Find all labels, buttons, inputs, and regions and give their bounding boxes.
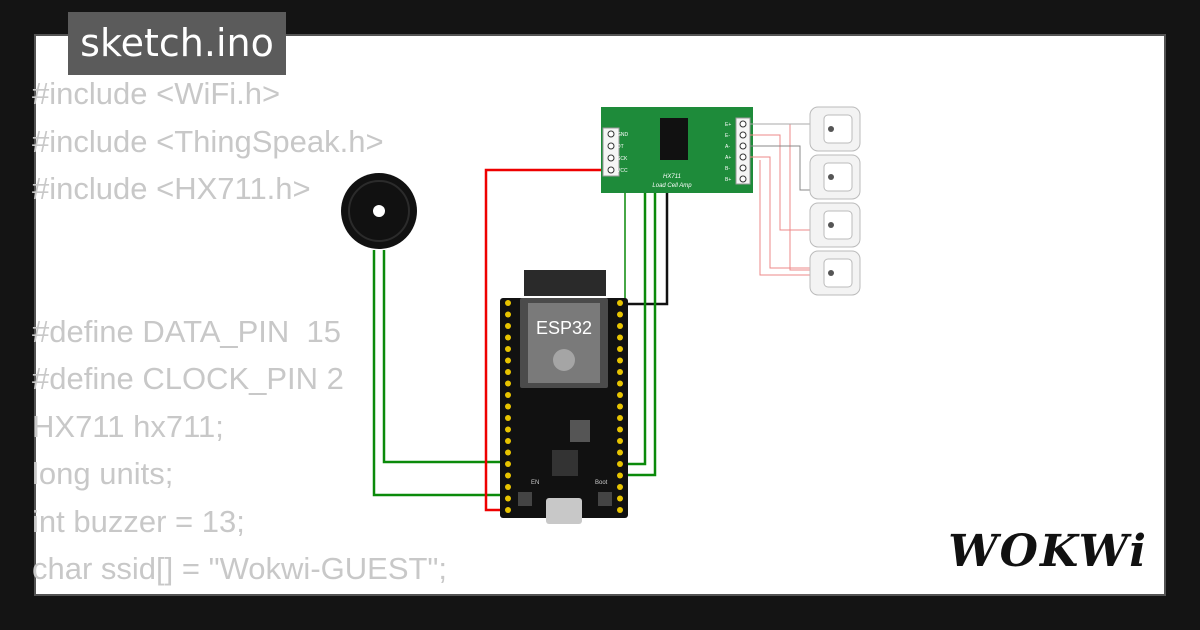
hx711-pin[interactable] <box>739 153 747 161</box>
boot-button[interactable] <box>598 492 612 506</box>
code-line: int buzzer = 13; <box>32 503 245 539</box>
esp32-pin[interactable] <box>617 426 623 433</box>
en-label: EN <box>531 480 539 486</box>
hx711-subtitle: Load Cell Amp <box>652 183 692 189</box>
hx711-pin-label: E- <box>725 133 730 139</box>
esp32-pin[interactable] <box>505 357 511 364</box>
load-cell[interactable] <box>809 106 861 152</box>
esp32-pin[interactable] <box>505 426 511 433</box>
hx711-pin[interactable] <box>739 142 747 150</box>
esp32-pin[interactable] <box>505 334 511 341</box>
hx711-pin[interactable] <box>607 154 615 162</box>
esp32-pin[interactable] <box>617 300 623 306</box>
esp32-pin[interactable] <box>617 484 623 490</box>
esp32-pin[interactable] <box>617 507 623 513</box>
esp32-pins <box>505 300 623 513</box>
esp32-pin[interactable] <box>505 507 511 513</box>
load-cells <box>809 106 861 296</box>
code-line: #define CLOCK_PIN 2 <box>32 361 344 396</box>
buzzer[interactable] <box>341 173 417 249</box>
esp32-pin[interactable] <box>505 495 511 502</box>
esp32-pin[interactable] <box>505 461 511 467</box>
esp32-pin[interactable] <box>505 438 511 444</box>
esp32-pin[interactable] <box>505 380 511 387</box>
esp32-pin[interactable] <box>505 484 511 490</box>
esp32-pin[interactable] <box>617 438 623 444</box>
esp32-pin[interactable] <box>505 449 511 456</box>
esp32-pin[interactable] <box>617 403 623 410</box>
code-line: #define DATA_PIN 15 <box>32 313 342 349</box>
hx711-pin-label: VCC <box>617 168 628 174</box>
code-line: char ssid[] = "Wokwi-GUEST"; <box>32 551 448 586</box>
boot-label: Boot <box>595 480 608 486</box>
hx711-pin-label: B- <box>725 166 730 172</box>
load-cell[interactable] <box>809 154 861 200</box>
esp32-pin[interactable] <box>617 380 623 387</box>
code-preview: #include <WiFi.h> #include <ThingSpeak.h… <box>32 70 447 593</box>
wokwi-logo: WOKWi <box>948 526 1148 577</box>
esp32-pin[interactable] <box>505 403 511 410</box>
hx711-pin[interactable] <box>739 120 747 128</box>
esp32-pin[interactable] <box>505 415 511 421</box>
esp32-board[interactable]: ESP32 EN Boot <box>500 270 628 524</box>
esp32-pin[interactable] <box>505 323 511 329</box>
hx711-pin[interactable] <box>739 164 747 172</box>
file-tab[interactable]: sketch.ino <box>68 12 286 75</box>
esp32-pin[interactable] <box>617 472 623 479</box>
esp32-pin[interactable] <box>617 415 623 421</box>
esp32-pin[interactable] <box>505 392 511 398</box>
esp32-pin[interactable] <box>505 369 511 375</box>
esp32-pin[interactable] <box>617 334 623 341</box>
hx711-left-pins: GND DT SCK VCC <box>607 130 629 174</box>
esp32-pin[interactable] <box>505 300 511 306</box>
hx711-pin[interactable] <box>607 166 615 174</box>
hx711-pin-label: A- <box>725 144 730 150</box>
hx711-pin-label: E+ <box>725 122 731 128</box>
esp32-pin[interactable] <box>617 495 623 502</box>
hx711-pin-label: SCK <box>617 156 628 162</box>
code-line: #include <HX711.h> <box>32 171 311 206</box>
esp32-pin[interactable] <box>617 323 623 329</box>
esp32-pin[interactable] <box>617 461 623 467</box>
usb-port <box>546 498 582 524</box>
esp32-pin[interactable] <box>617 311 623 318</box>
esp32-pin[interactable] <box>617 392 623 398</box>
espressif-icon <box>553 349 575 371</box>
hx711-pin[interactable] <box>607 142 615 150</box>
en-button[interactable] <box>518 492 532 506</box>
hx711-pin-label: A+ <box>725 155 731 161</box>
esp32-pin[interactable] <box>505 346 511 352</box>
hx711-right-pins: E+ E- A- A+ B- B+ <box>725 120 747 183</box>
hx711-title: HX711 <box>663 174 681 180</box>
esp32-pin[interactable] <box>617 369 623 375</box>
esp32-pin[interactable] <box>617 449 623 456</box>
hx711-pin-label: DT <box>617 144 624 150</box>
load-cell-wires <box>750 123 812 276</box>
esp32-pin[interactable] <box>505 311 511 318</box>
esp32-pin[interactable] <box>617 357 623 364</box>
code-line: #include <ThingSpeak.h> <box>32 123 384 159</box>
load-cell[interactable] <box>809 202 861 248</box>
load-cell[interactable] <box>809 250 861 296</box>
hx711-pin[interactable] <box>607 130 615 138</box>
hx711-pin[interactable] <box>739 175 747 183</box>
esp32-pin[interactable] <box>505 472 511 479</box>
code-line: HX711 hx711; <box>32 408 224 444</box>
hx711-pin[interactable] <box>739 131 747 139</box>
code-line: #include <WiFi.h> <box>32 76 281 111</box>
esp32-label: ESP32 <box>536 318 592 338</box>
hx711-module[interactable]: GND DT SCK VCC E+ E- A- A+ B- B+ HX711 Load Cell… <box>601 107 753 193</box>
code-line: long units; <box>32 456 174 491</box>
hx711-pin-label: B+ <box>725 177 731 183</box>
hx711-pin-label: GND <box>617 132 629 138</box>
esp32-pin[interactable] <box>617 346 623 352</box>
